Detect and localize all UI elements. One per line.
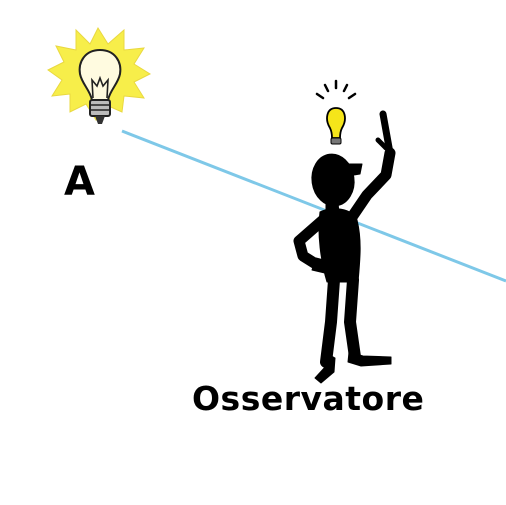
observer-label: Osservatore xyxy=(192,379,425,418)
bulb-filament xyxy=(91,75,109,99)
figure-head xyxy=(311,153,355,207)
light-bulb-icon xyxy=(47,26,152,124)
bulb-base xyxy=(89,99,111,117)
stick-figure-icon xyxy=(293,110,396,384)
light-ray xyxy=(121,129,506,283)
idea-bulb-icon xyxy=(315,79,357,145)
source-label: A xyxy=(64,159,95,205)
